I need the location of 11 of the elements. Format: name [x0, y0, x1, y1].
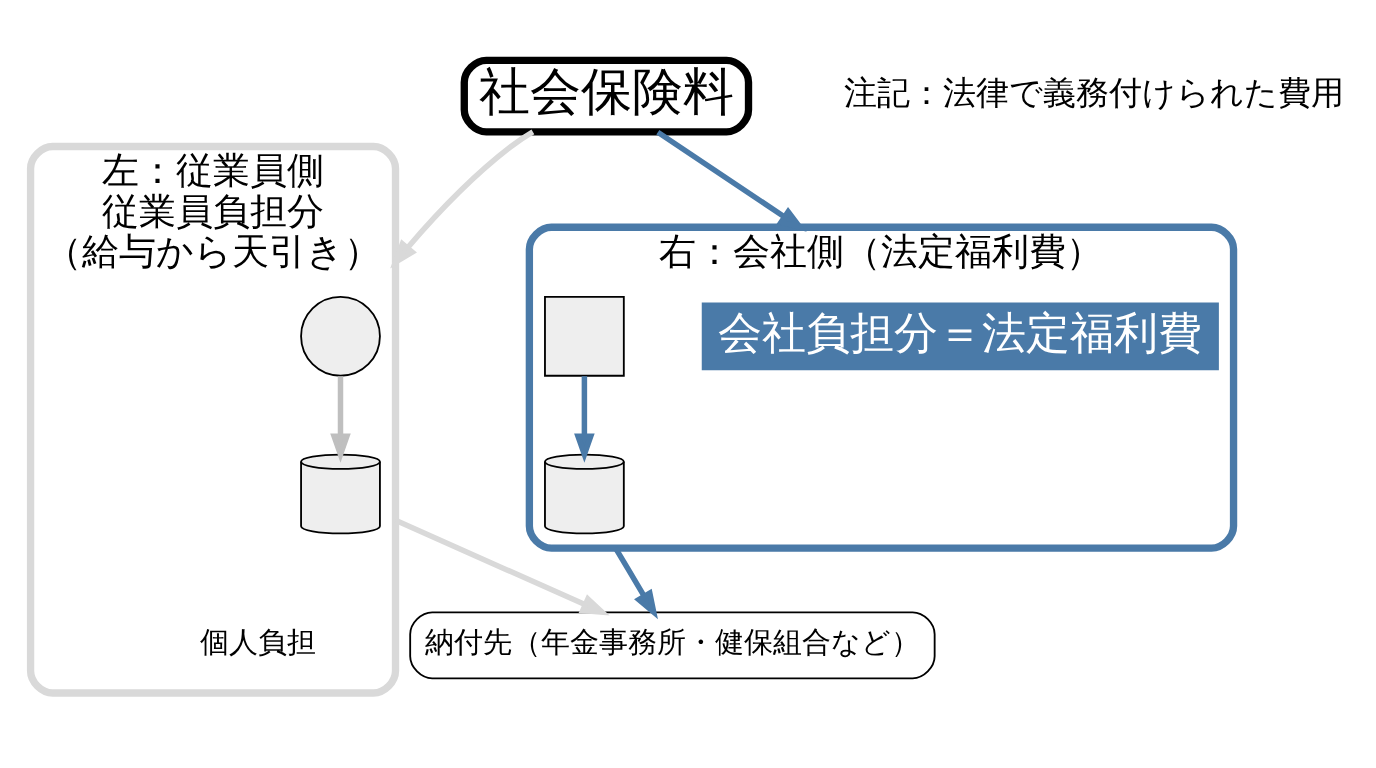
node-box: 社会保険料: [460, 56, 753, 136]
node-box: 納付先（年金事務所・健保組合など）: [409, 611, 936, 680]
arrow: [656, 130, 807, 232]
node-box: [544, 295, 625, 377]
arrow: [574, 376, 595, 463]
label: 注記：法律で義務付けられた費用: [844, 73, 1345, 113]
arrow: [390, 129, 535, 269]
node-label: 個人負担: [199, 625, 316, 660]
node-person: [300, 295, 381, 377]
arrow: [330, 376, 351, 463]
node-box: 会社負担分＝法定福利費: [701, 302, 1219, 371]
